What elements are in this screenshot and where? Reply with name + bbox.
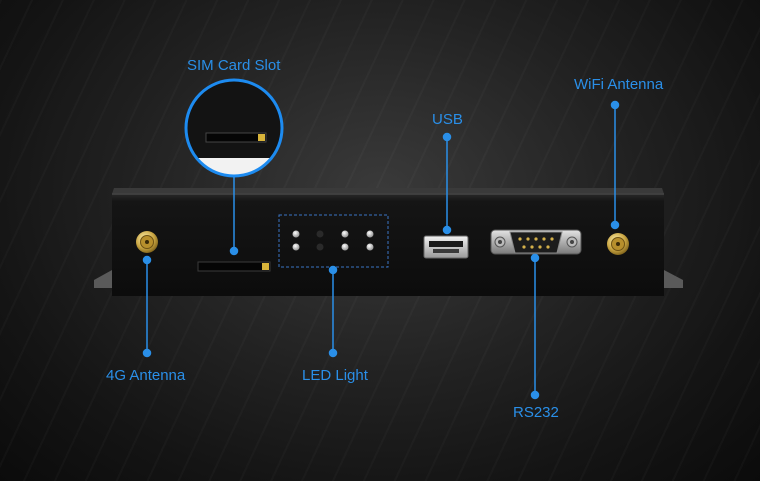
led-panel [278, 214, 389, 268]
callout-lines [142, 100, 620, 400]
usb-port [423, 235, 469, 259]
right-mounting-tab [664, 270, 683, 288]
usb-label: USB [432, 111, 463, 128]
wifi-antenna-label: WiFi Antenna [574, 76, 664, 93]
4g-antenna-label: 4G Antenna [106, 367, 186, 384]
device-top-edge [112, 188, 664, 194]
sim-zoom-magnifier [184, 78, 284, 178]
sim-card-slot-label: SIM Card Slot [187, 57, 281, 74]
4g-antenna-connector [136, 231, 158, 253]
wifi-antenna-connector [607, 233, 629, 255]
left-mounting-tab [94, 270, 112, 288]
led-light-label: LED Light [302, 367, 368, 384]
sim-slot [197, 261, 271, 272]
rs232-label: RS232 [513, 404, 559, 421]
rs232-port [490, 229, 582, 255]
